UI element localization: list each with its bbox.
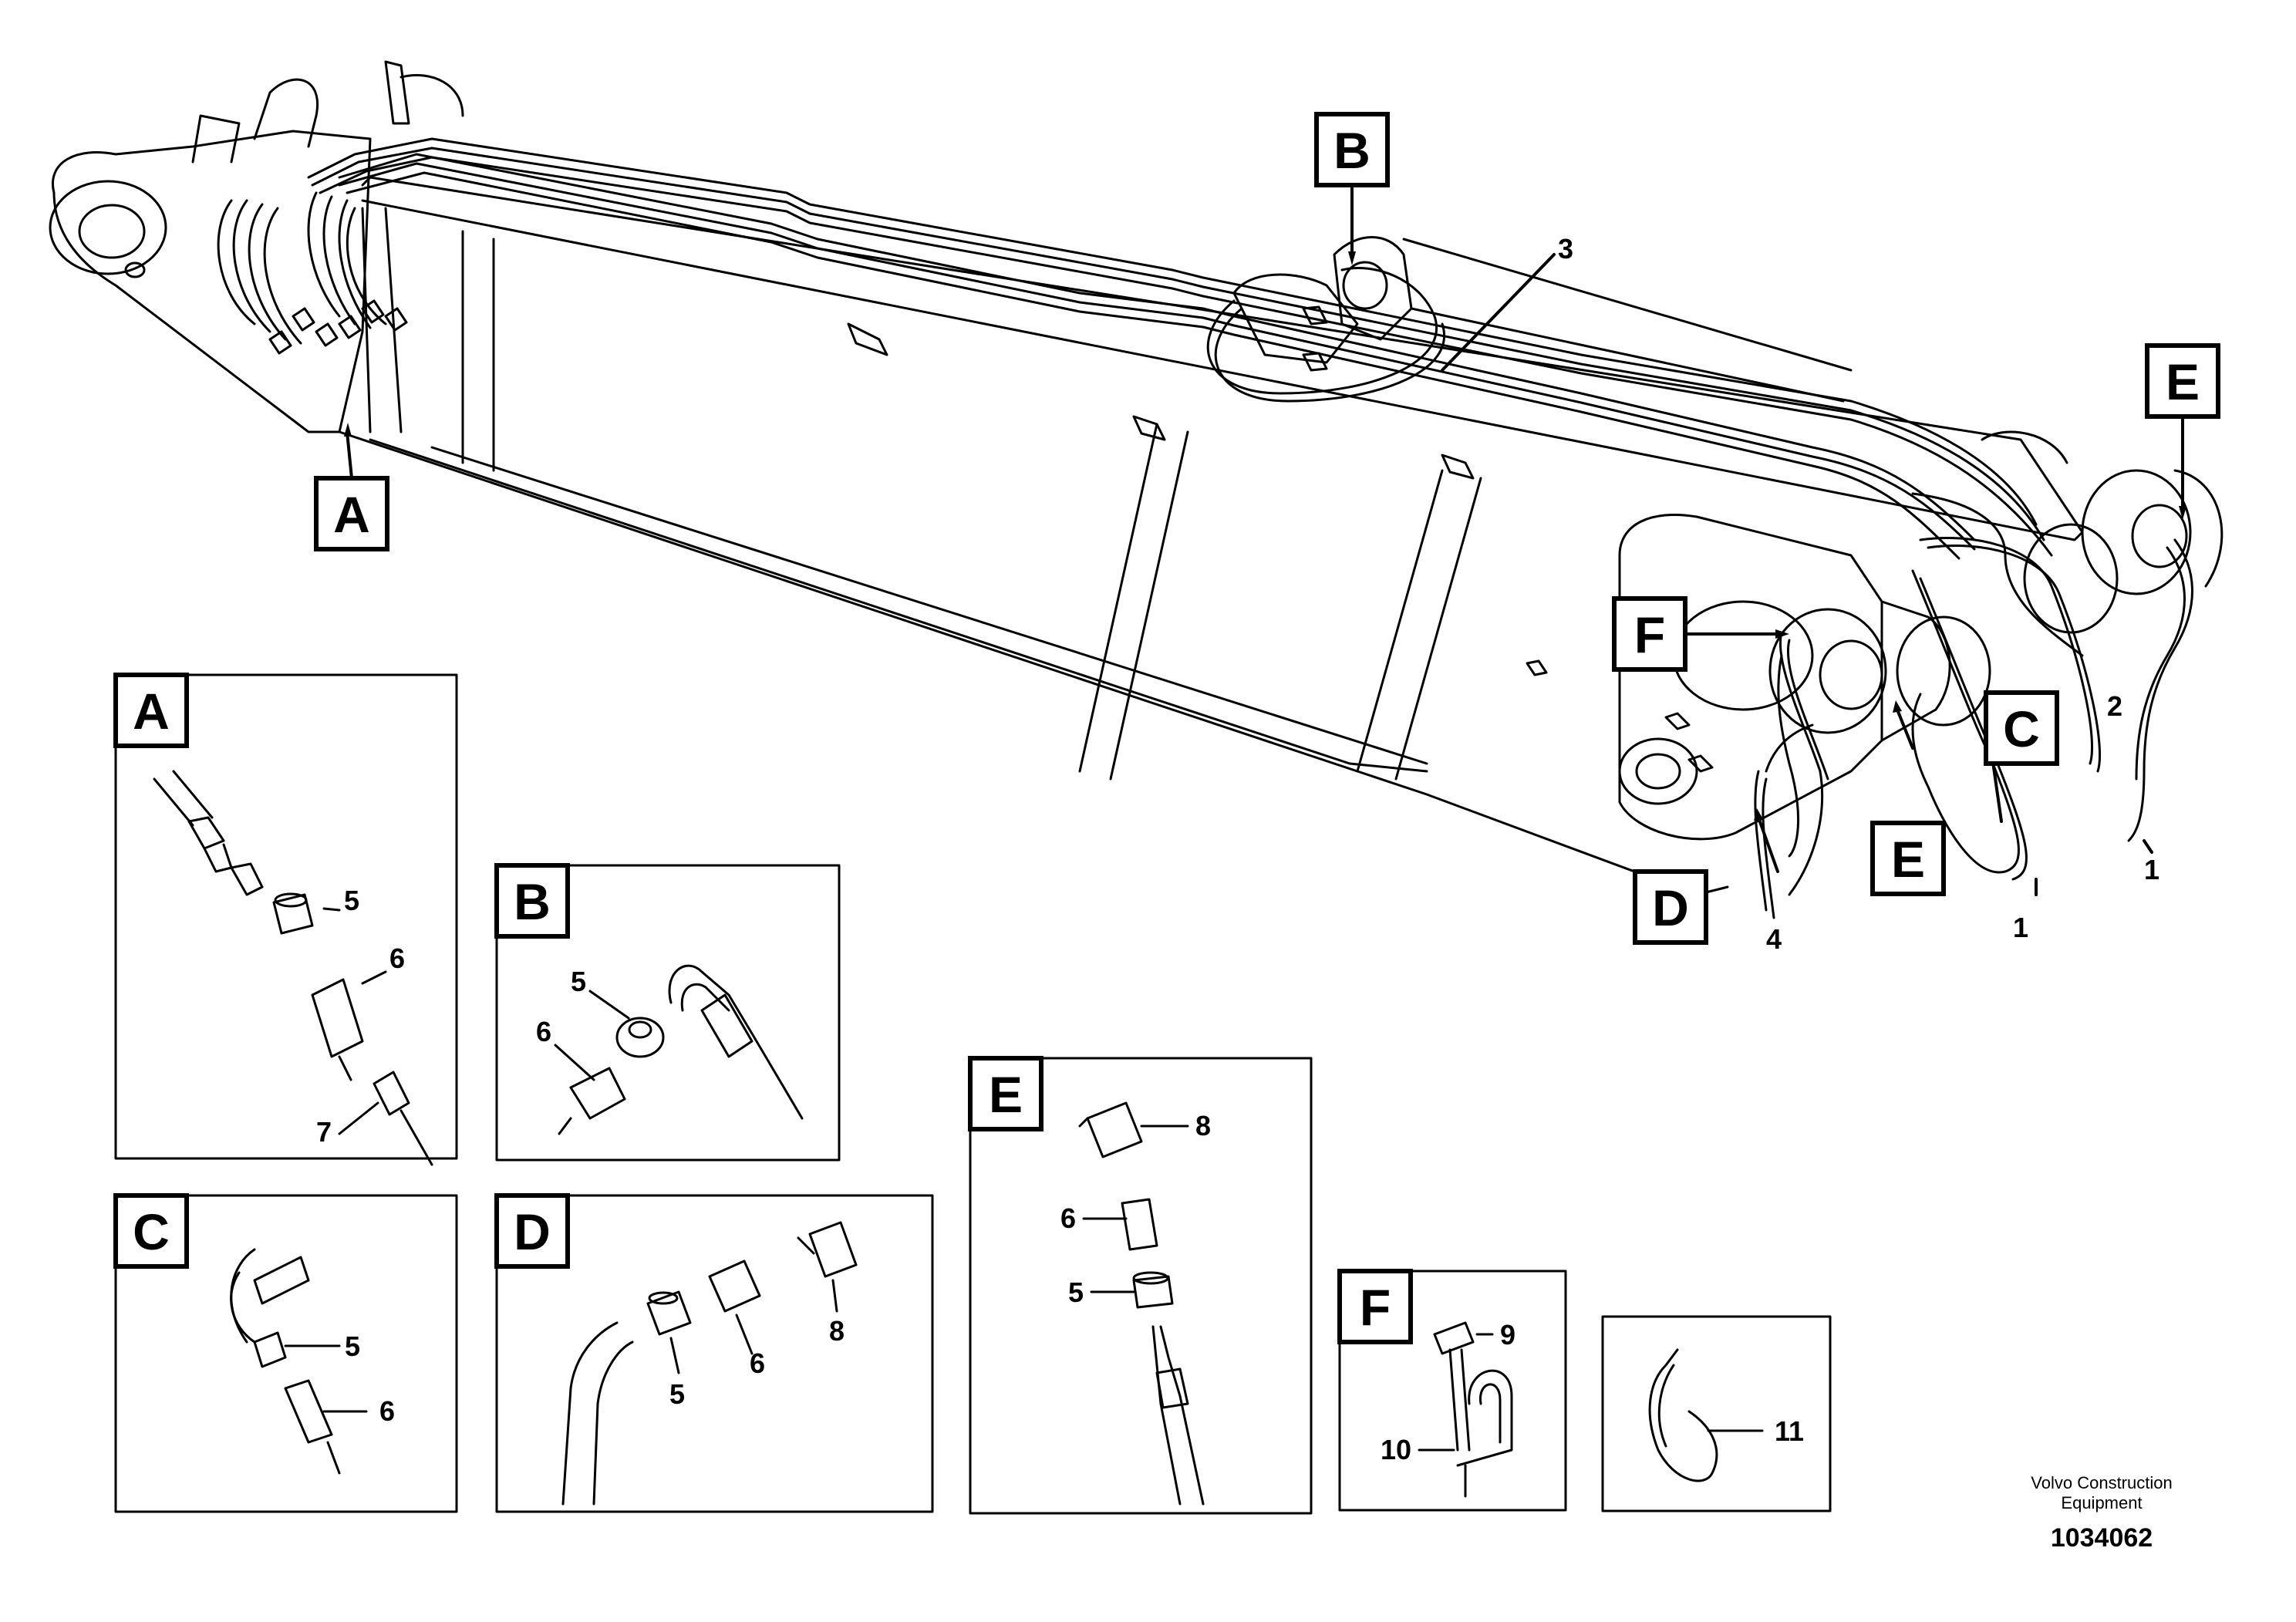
detail-box-c xyxy=(114,1194,458,1513)
svg-text:8: 8 xyxy=(829,1315,845,1347)
part-number-1: 1 xyxy=(2144,854,2159,885)
hose-icon xyxy=(561,1321,634,1506)
svg-text:F: F xyxy=(1360,1279,1391,1336)
part-number-1: 1 xyxy=(2013,912,2028,943)
svg-text:6: 6 xyxy=(1060,1202,1076,1234)
callout-box-d: D xyxy=(1633,869,1708,945)
nut-icon xyxy=(272,892,314,935)
svg-text:10: 10 xyxy=(1381,1434,1411,1465)
svg-text:C: C xyxy=(133,1203,170,1260)
detail-box-cable-tie xyxy=(1601,1315,1832,1512)
detail-box-b xyxy=(495,864,841,1162)
svg-text:9: 9 xyxy=(1500,1319,1515,1351)
detail-tag-c: C xyxy=(113,1193,189,1269)
elbow-hose-icon xyxy=(668,964,804,1120)
callout-letter: E xyxy=(1891,831,1925,888)
svg-text:11: 11 xyxy=(1775,1415,1804,1447)
hose-icon xyxy=(1151,1325,1205,1506)
svg-text:7: 7 xyxy=(316,1116,332,1148)
svg-text:5: 5 xyxy=(345,1330,360,1362)
cap-icon xyxy=(373,1071,433,1166)
detail-tag-f: F xyxy=(1337,1269,1413,1344)
part-number-4: 4 xyxy=(1766,923,1782,955)
svg-text:A: A xyxy=(133,683,170,740)
callout-letter: A xyxy=(333,486,370,543)
svg-text:5: 5 xyxy=(344,885,359,916)
svg-text:6: 6 xyxy=(379,1395,395,1427)
callout-box-e-bottom: E xyxy=(1870,821,1946,896)
callout-letter: C xyxy=(2003,700,2040,757)
callout-letter: F xyxy=(1634,606,1665,663)
boom-assembly xyxy=(49,60,2224,896)
nipple-icon xyxy=(558,1067,626,1135)
cable-tie-icon xyxy=(1648,1348,1718,1482)
elbow-fitting-icon xyxy=(1078,1101,1143,1158)
svg-text:8: 8 xyxy=(1195,1110,1211,1141)
nut-icon xyxy=(646,1290,692,1336)
callout-letter: B xyxy=(1333,122,1371,179)
part-number-3: 3 xyxy=(1558,233,1573,265)
clamp-bolt-icon xyxy=(1433,1321,1475,1452)
detail-box-d xyxy=(495,1194,934,1513)
detail-tag-a: A xyxy=(113,673,189,748)
callout-letter: D xyxy=(1652,879,1689,936)
nut-icon xyxy=(253,1331,287,1368)
svg-text:B: B xyxy=(514,873,551,930)
part-numbers: 3 2 1 1 4 5 6 7 5 6 5 6 5 6 8 8 6 5 9 10… xyxy=(316,233,2159,1465)
nipple-icon xyxy=(311,978,364,1081)
callout-box-c: C xyxy=(1984,690,2059,766)
svg-text:5: 5 xyxy=(669,1378,685,1410)
svg-text:D: D xyxy=(514,1203,551,1260)
hydraulic-hose-run xyxy=(217,137,2193,919)
svg-text:E: E xyxy=(989,1066,1023,1123)
elbow-fitting-icon xyxy=(230,1248,310,1344)
svg-text:5: 5 xyxy=(1068,1276,1084,1308)
nipple-icon xyxy=(708,1259,761,1313)
detail-box-e xyxy=(969,1057,1313,1515)
svg-text:6: 6 xyxy=(750,1347,765,1379)
detail-tag-e: E xyxy=(968,1056,1043,1131)
part-number-2: 2 xyxy=(2107,690,2122,722)
nut-icon xyxy=(615,1017,665,1058)
boom-left-fittings xyxy=(268,299,408,355)
callout-leaders xyxy=(346,182,2184,896)
document-number: 1034062 xyxy=(2051,1523,2153,1553)
nipple-icon xyxy=(284,1379,341,1475)
p-clamp-icon xyxy=(1456,1369,1513,1467)
svg-text:6: 6 xyxy=(536,1016,551,1047)
company-name-line1: Volvo Construction xyxy=(2031,1473,2172,1492)
callout-letter: E xyxy=(2166,353,2200,410)
nipple-icon xyxy=(1121,1198,1158,1251)
callout-box-f: F xyxy=(1612,596,1687,672)
callout-box-a: A xyxy=(314,476,389,551)
detail-box-f xyxy=(1338,1270,1567,1512)
svg-text:5: 5 xyxy=(571,966,586,997)
callout-box-b: B xyxy=(1314,112,1390,187)
svg-text:6: 6 xyxy=(389,943,405,974)
company-name-line2: Equipment xyxy=(2061,1493,2142,1512)
detail-box-a xyxy=(114,673,458,1166)
document-caption: Volvo Construction Equipment 1034062 xyxy=(2031,1473,2172,1553)
detail-tag-d: D xyxy=(494,1193,570,1269)
callout-box-e-top: E xyxy=(2145,343,2220,419)
elbow-fitting-icon xyxy=(797,1221,858,1278)
detail-tag-b: B xyxy=(494,863,570,939)
nut-icon xyxy=(1132,1271,1174,1309)
